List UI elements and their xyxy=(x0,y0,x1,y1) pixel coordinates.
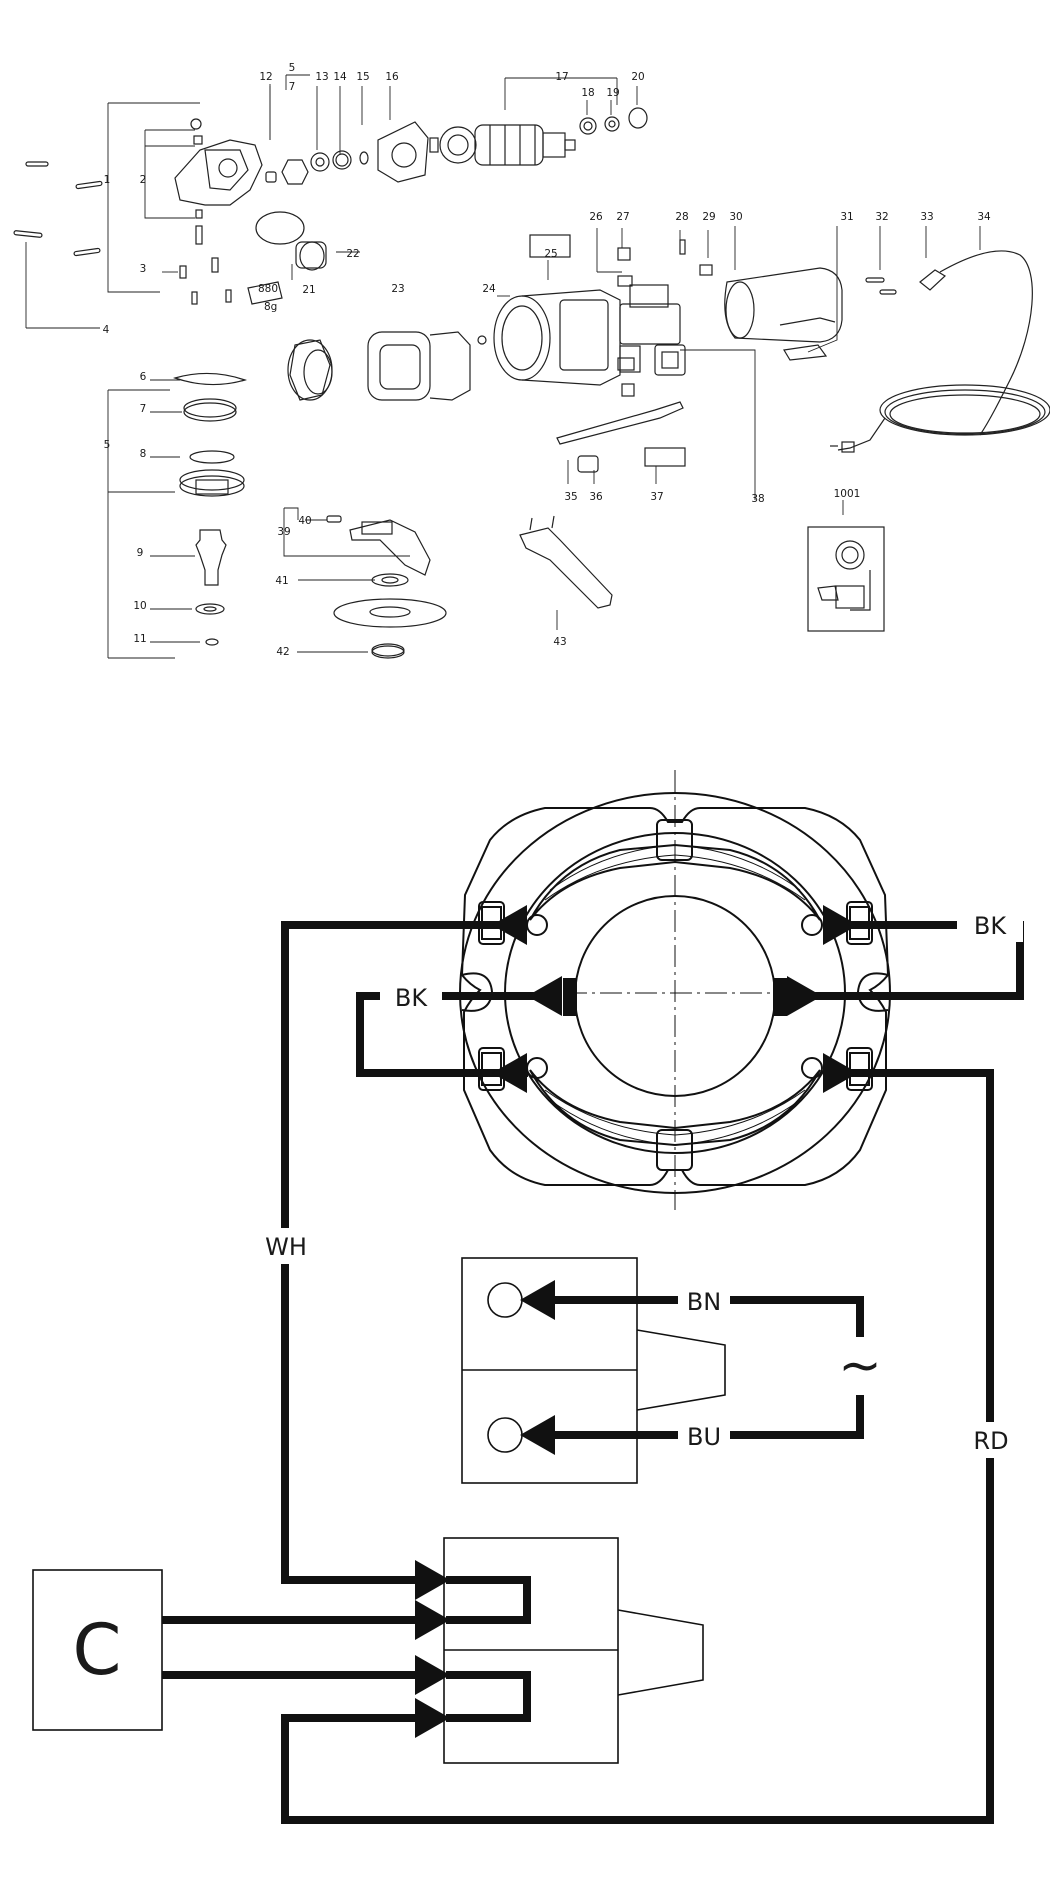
part-number-4: 4 xyxy=(103,324,110,336)
part-number-28: 28 xyxy=(675,211,688,223)
switch xyxy=(443,1537,704,1764)
part-number-40: 40 xyxy=(298,515,311,527)
cord-parts xyxy=(830,250,1050,453)
part-number-22: 22 xyxy=(346,248,359,260)
gear-head-housing xyxy=(174,118,283,305)
part-number-2: 2 xyxy=(140,174,147,186)
part-number-38: 38 xyxy=(751,493,764,505)
part-number-18: 18 xyxy=(581,87,594,99)
part-number-16: 16 xyxy=(385,71,399,83)
part-number-11: 11 xyxy=(133,633,146,645)
part-number-24: 24 xyxy=(482,283,496,295)
part-number-5: 5 xyxy=(104,439,111,451)
label-bk-left: BK xyxy=(395,984,428,1012)
part-number-34: 34 xyxy=(977,211,991,223)
part-number-25: 25 xyxy=(544,248,557,260)
part-number-12: 12 xyxy=(259,71,272,83)
part-number-13: 13 xyxy=(315,71,328,83)
exploded-view: 1234567891011121314151617181920212223242… xyxy=(13,62,1050,659)
spindle-parts xyxy=(265,121,429,185)
label-bk-right: BK xyxy=(974,912,1007,940)
grease-label: 880 xyxy=(258,283,278,295)
label-bn: BN xyxy=(687,1288,721,1316)
screws-1-4 xyxy=(13,161,103,257)
part-number-33: 33 xyxy=(920,211,933,223)
part-number-1: 1 xyxy=(104,174,111,186)
part-number-39: 39 xyxy=(277,526,290,538)
brush-parts xyxy=(617,239,713,397)
flange-parts xyxy=(255,211,333,401)
part-number-36: 36 xyxy=(589,491,603,503)
wiring-diagram: BK BK WH BN BU RD ~ C xyxy=(32,770,1024,1824)
capacitor xyxy=(32,1569,163,1731)
part-number-21: 21 xyxy=(302,284,315,296)
part-number-15: 15 xyxy=(356,71,369,83)
part-number-9: 9 xyxy=(137,547,144,559)
part-number-29: 29 xyxy=(702,211,715,223)
grease-amount: 8g xyxy=(264,301,277,313)
mains-symbol: ~ xyxy=(838,1336,882,1396)
centerlines xyxy=(565,770,785,1210)
armature xyxy=(429,107,648,166)
part-number-43: 43 xyxy=(553,636,566,648)
wires xyxy=(162,921,1024,1824)
part-number-8: 8 xyxy=(140,448,147,460)
brushes xyxy=(563,978,787,1016)
part-number-1001: 1001 xyxy=(834,488,861,500)
part-number-42: 42 xyxy=(276,646,289,658)
label-bu: BU xyxy=(687,1423,721,1451)
part-number-26: 26 xyxy=(589,211,603,223)
part-number-37: 37 xyxy=(650,491,663,503)
label-rd: RD xyxy=(973,1427,1008,1455)
front-parts xyxy=(172,372,447,659)
part-number-7: 7 xyxy=(140,403,147,415)
field-stator xyxy=(367,331,487,401)
label-wh: WH xyxy=(265,1233,307,1261)
arrowheads xyxy=(415,905,858,1738)
part-number-19: 19 xyxy=(606,87,619,99)
tools xyxy=(519,401,686,609)
part-number-14: 14 xyxy=(333,71,347,83)
part-number-17: 17 xyxy=(555,71,568,83)
part-number-30: 30 xyxy=(729,211,742,223)
part-number-35: 35 xyxy=(564,491,577,503)
part-number-10: 10 xyxy=(133,600,146,612)
part-number-23: 23 xyxy=(391,283,404,295)
leader-lines xyxy=(25,74,981,659)
part-number-32: 32 xyxy=(875,211,888,223)
part-number-3: 3 xyxy=(140,263,147,275)
part-number-27: 27 xyxy=(616,211,629,223)
motor-housing xyxy=(493,234,681,386)
bracket-label-5: 5 xyxy=(289,62,296,74)
part-number-41: 41 xyxy=(275,575,288,587)
part-number-20: 20 xyxy=(631,71,644,83)
part-number-6: 6 xyxy=(140,371,147,383)
detail-1001 xyxy=(807,526,885,632)
capacitor-symbol: C xyxy=(73,1609,122,1691)
part-number-31: 31 xyxy=(840,211,853,223)
rear-cover xyxy=(724,267,843,361)
wire-labels: BK BK WH BN BU RD ~ C xyxy=(73,908,1023,1691)
mains-terminal-block xyxy=(461,1257,726,1484)
bracket-label-7: 7 xyxy=(289,81,296,93)
